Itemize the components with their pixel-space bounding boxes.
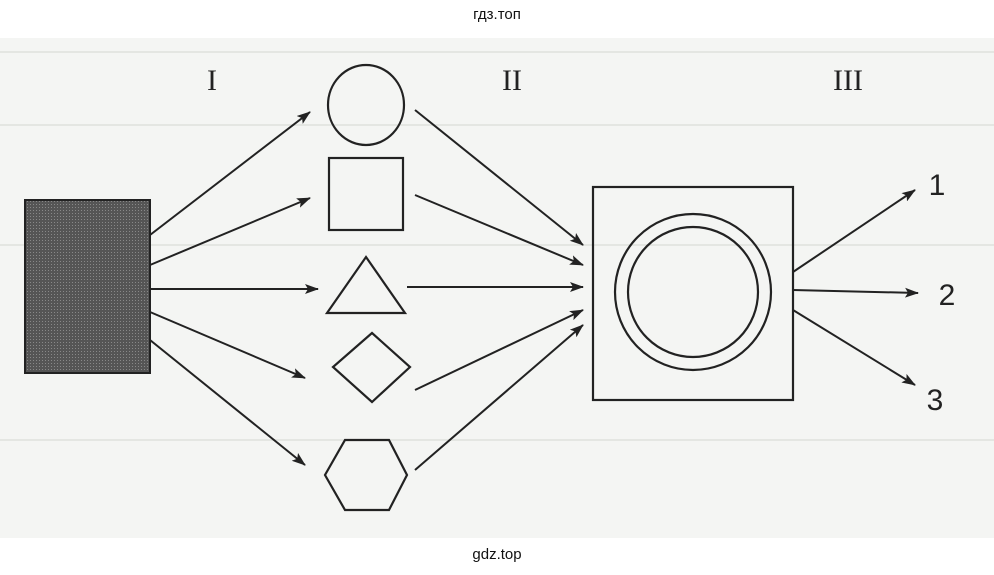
shape-triangle (324, 255, 408, 315)
outer-ring (613, 212, 773, 372)
stage-label-1: I (207, 64, 217, 97)
stage-label-3: III (833, 64, 863, 97)
processor-box (591, 185, 795, 402)
arrows-stage-2 (407, 109, 584, 471)
bleed-through-lines (0, 51, 994, 441)
output-label-1: 1 (929, 169, 946, 202)
watermark-top: гдз.топ (473, 6, 521, 23)
output-label-3: 3 (927, 384, 944, 417)
arrows-stage-1 (149, 111, 319, 466)
watermark-bottom: gdz.top (472, 546, 522, 563)
shape-hexagon (323, 438, 409, 512)
stage-label-2: II (502, 64, 522, 97)
arrows-stage-3 (792, 189, 919, 386)
inner-ring (626, 225, 760, 359)
shape-square (327, 156, 405, 232)
source-block (24, 199, 151, 374)
shape-circle (326, 63, 406, 147)
output-label-2: 2 (939, 279, 956, 312)
shape-diamond (331, 331, 412, 404)
